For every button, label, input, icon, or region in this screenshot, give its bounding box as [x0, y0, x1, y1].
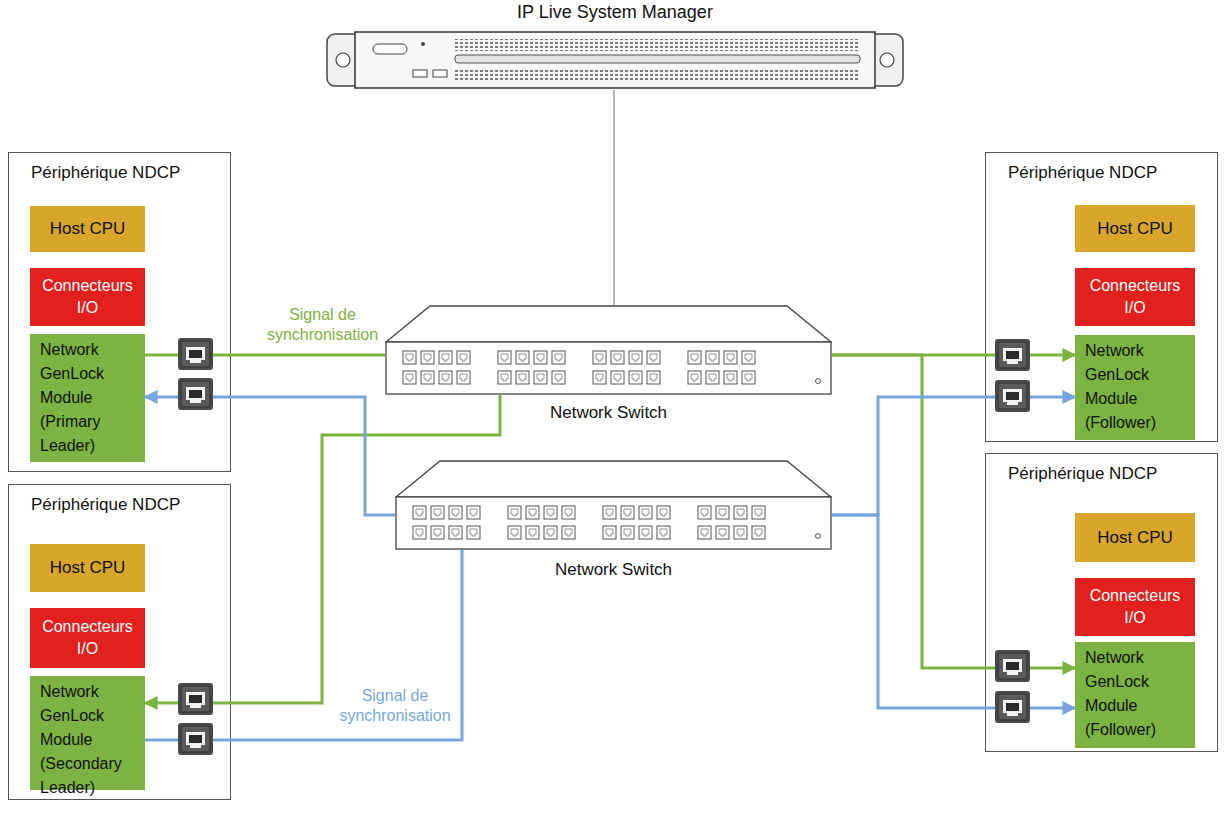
cpu-label: Host CPU	[1097, 528, 1173, 548]
device-heading: Périphérique NDCP	[1008, 464, 1157, 484]
io-box: Connecteurs I/O	[1075, 268, 1195, 326]
rj45-port	[995, 650, 1030, 682]
sync-connector	[832, 515, 1075, 708]
module-label: Network GenLock Module (Follower)	[1085, 646, 1187, 742]
network-switch: Network Switch	[385, 305, 832, 395]
device-heading: Périphérique NDCP	[31, 163, 180, 183]
cpu-box: Host CPU	[30, 206, 145, 252]
cpu-label: Host CPU	[50, 219, 126, 239]
io-label: Connecteurs I/O	[1081, 275, 1189, 319]
rj45-port	[178, 723, 213, 755]
device-heading: Périphérique NDCP	[31, 495, 180, 515]
sync-connector	[145, 397, 395, 515]
cpu-label: Host CPU	[1097, 219, 1173, 239]
rj45-port	[178, 683, 213, 715]
sync-connector	[832, 355, 1075, 668]
io-box: Connecteurs I/O	[30, 608, 145, 668]
device-box: Périphérique NDCP Host CPU Connecteurs I/O…	[8, 152, 231, 472]
switch-label: Network Switch	[555, 560, 672, 580]
network-switch: Network Switch	[395, 460, 832, 550]
cpu-box: Host CPU	[1075, 513, 1195, 562]
module-label: Network GenLock Module (Primary Leader)	[40, 338, 137, 458]
signal-label: Signal de synchronisation	[250, 305, 395, 345]
io-label: Connecteurs I/O	[36, 616, 139, 660]
cpu-label: Host CPU	[50, 558, 126, 578]
signal-label: Signal de synchronisation	[330, 686, 460, 726]
io-box: Connecteurs I/O	[30, 268, 145, 326]
system-title: IP Live System Manager	[517, 2, 713, 23]
cpu-box: Host CPU	[30, 544, 145, 592]
sync-connector	[832, 354, 1075, 357]
rj45-port	[995, 339, 1030, 371]
sync-connector	[613, 90, 615, 305]
system-manager: IP Live System Manager	[325, 30, 905, 90]
rj45-port	[995, 691, 1030, 723]
io-label: Connecteurs I/O	[1081, 585, 1189, 629]
genlock-module: Network GenLock Module (Follower)	[1075, 642, 1195, 748]
device-box: Périphérique NDCP Host CPU Connecteurs I/O…	[985, 152, 1218, 442]
server-illustration	[325, 30, 905, 90]
switch-label: Network Switch	[550, 403, 667, 423]
module-label: Network GenLock Module (Secondary Leader…	[40, 680, 137, 800]
rj45-port	[995, 380, 1030, 412]
device-heading: Périphérique NDCP	[1008, 163, 1157, 183]
io-box: Connecteurs I/O	[1075, 578, 1195, 636]
sync-connector	[832, 397, 1075, 515]
switch-illustration	[385, 305, 832, 395]
rj45-port	[178, 378, 213, 410]
device-box: Périphérique NDCP Host CPU Connecteurs I/O…	[985, 453, 1218, 752]
sync-connector	[145, 550, 462, 740]
sync-connector	[145, 395, 500, 703]
rj45-port	[178, 338, 213, 370]
module-label: Network GenLock Module (Follower)	[1085, 339, 1187, 435]
cpu-box: Host CPU	[1075, 205, 1195, 252]
io-label: Connecteurs I/O	[36, 275, 139, 319]
sync-connector	[145, 354, 385, 357]
switch-illustration	[395, 460, 832, 550]
device-box: Périphérique NDCP Host CPU Connecteurs I/O…	[8, 484, 231, 800]
genlock-module: Network GenLock Module (Primary Leader)	[30, 334, 145, 462]
genlock-module: Network GenLock Module (Follower)	[1075, 335, 1195, 440]
genlock-module: Network GenLock Module (Secondary Leader…	[30, 676, 145, 790]
